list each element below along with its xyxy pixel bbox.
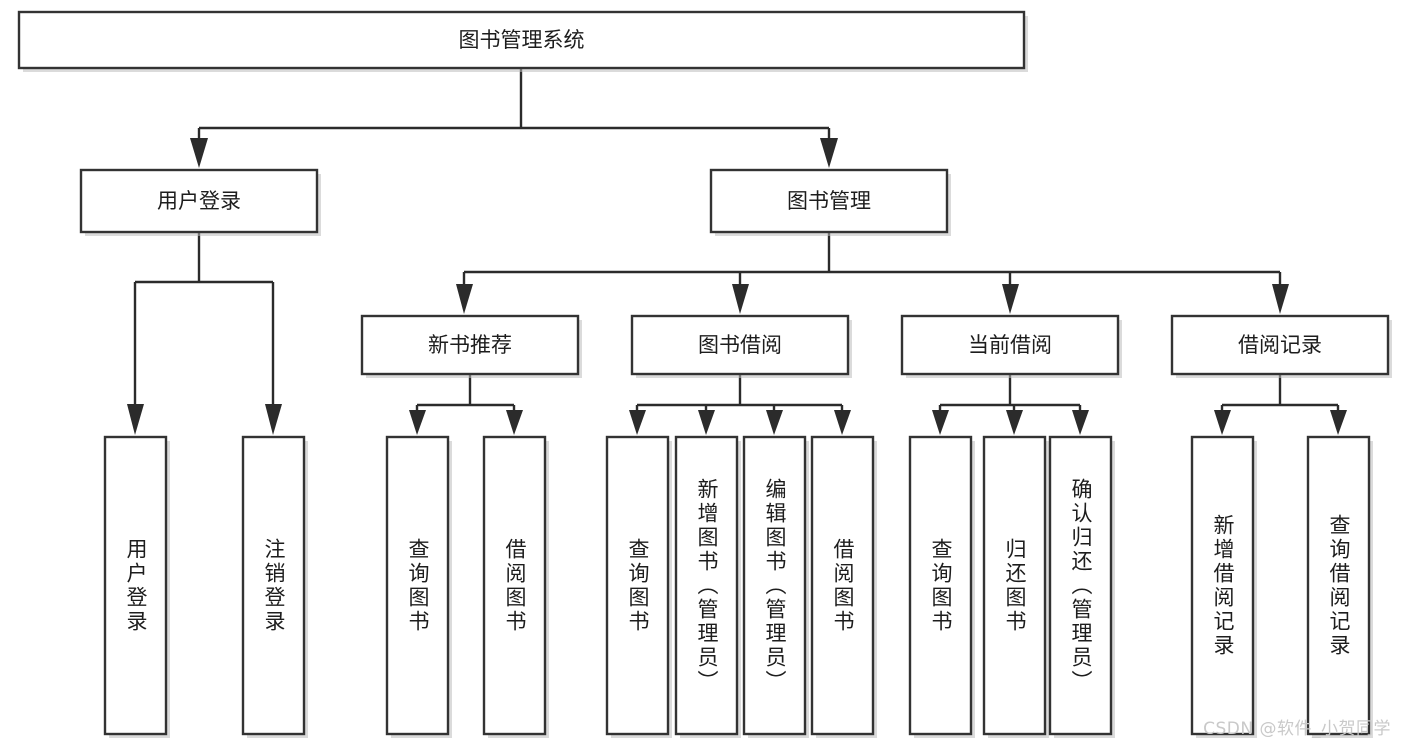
leaf-node-box[interactable] — [1306, 435, 1371, 736]
user-login-label: 用户登录 — [157, 189, 241, 213]
connector-group-currentborrow-to-leaves — [932, 374, 1089, 435]
leaf-node-box[interactable] — [103, 435, 168, 736]
arrow-head-borrow-record — [1272, 284, 1289, 314]
connector-group-borrowrecord-to-leaves — [1214, 374, 1347, 435]
node-current-borrow[interactable]: 当前借阅 — [900, 314, 1122, 378]
connector-group-bookborrow-to-leaves — [629, 374, 851, 435]
arrow-head-leaf-add-book — [698, 410, 715, 435]
leaf-node-box[interactable] — [385, 435, 450, 736]
leaf-node-box[interactable] — [908, 435, 973, 736]
current-borrow-box[interactable] — [900, 314, 1120, 376]
connector-group-bookmanage-to-level3 — [456, 232, 1289, 314]
arrow-head-leaf-query-record — [1330, 410, 1347, 435]
arrow-head-user-login — [190, 138, 208, 168]
leaf-node-box[interactable] — [742, 435, 807, 736]
node-book-manage[interactable]: 图书管理 — [709, 168, 951, 236]
arrow-head-book-manage — [820, 138, 838, 168]
leaf-node-box[interactable] — [1190, 435, 1255, 736]
csdn-watermark: CSDN @软件_小贺同学 — [1203, 719, 1391, 739]
arrow-head-current-borrow — [1002, 284, 1019, 314]
root-box[interactable] — [17, 10, 1026, 70]
arrow-head-leaf-logout — [265, 404, 282, 435]
leaf-node-box[interactable] — [982, 435, 1047, 736]
arrow-head-book-borrow — [732, 284, 749, 314]
node-book-borrow[interactable]: 图书借阅 — [630, 314, 852, 378]
leaf-node-box[interactable] — [810, 435, 875, 736]
book-borrow-label: 图书借阅 — [698, 333, 782, 357]
leaf-node-box[interactable] — [482, 435, 547, 736]
arrow-head-leaf-return-book — [1006, 410, 1023, 435]
arrow-head-leaf-borrow-book-a — [506, 410, 523, 435]
arrow-head-leaf-query-book-a — [409, 410, 426, 435]
book-borrow-box[interactable] — [630, 314, 850, 376]
leaf-node-box[interactable] — [241, 435, 306, 736]
arrow-head-leaf-query-book-c — [932, 410, 949, 435]
node-root[interactable]: 图书管理系统 — [17, 10, 1028, 72]
leaf-node-box[interactable] — [1048, 435, 1113, 736]
arrow-head-leaf-confirm-return — [1072, 410, 1089, 435]
book-manage-label: 图书管理 — [787, 189, 871, 213]
root-label: 图书管理系统 — [459, 28, 585, 52]
new-book-recommend-label: 新书推荐 — [428, 333, 512, 357]
connector-group-userlogin-to-leaves — [127, 232, 282, 435]
new-book-recommend-box[interactable] — [360, 314, 580, 376]
arrow-head-leaf-add-record — [1214, 410, 1231, 435]
arrow-head-leaf-borrow-book-b — [834, 410, 851, 435]
arrow-head-leaf-user-login — [127, 404, 144, 435]
current-borrow-label: 当前借阅 — [968, 333, 1052, 357]
leaf-box-group — [103, 435, 1373, 738]
leaf-node-box[interactable] — [674, 435, 739, 736]
node-new-book-recommend[interactable]: 新书推荐 — [360, 314, 582, 378]
book-manage-box[interactable] — [709, 168, 949, 234]
connector-group-root-to-level2 — [190, 68, 838, 168]
node-borrow-record[interactable]: 借阅记录 — [1170, 314, 1392, 378]
arrow-head-leaf-edit-book — [766, 410, 783, 435]
user-login-box[interactable] — [79, 168, 319, 234]
borrow-record-box[interactable] — [1170, 314, 1390, 376]
node-user-login[interactable]: 用户登录 — [79, 168, 321, 236]
connector-group-newbook-to-leaves — [409, 374, 523, 435]
arrow-head-leaf-query-book-b — [629, 410, 646, 435]
arrow-head-new-book-recommend — [456, 284, 473, 314]
borrow-record-label: 借阅记录 — [1238, 333, 1322, 357]
leaf-node-box[interactable] — [605, 435, 670, 736]
